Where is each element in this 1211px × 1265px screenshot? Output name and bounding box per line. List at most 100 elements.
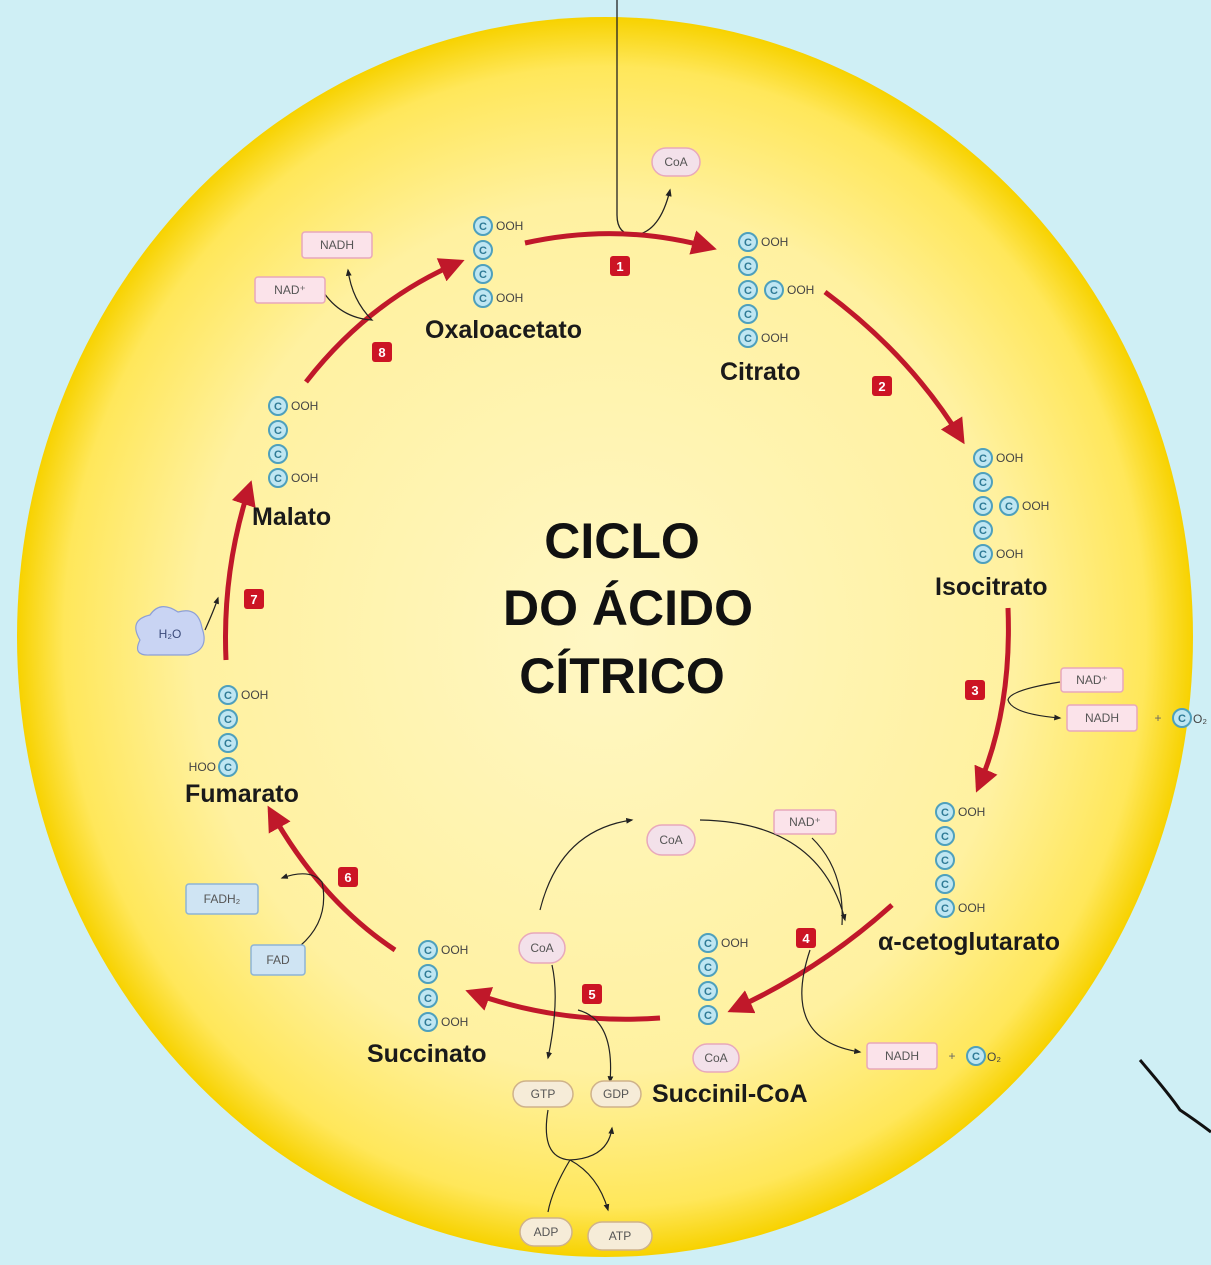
- svg-text:OOH: OOH: [441, 1015, 468, 1029]
- svg-text:CoA: CoA: [530, 941, 553, 955]
- svg-text:C: C: [1005, 501, 1013, 513]
- nad-arrow-step4: [811, 837, 843, 926]
- svg-text:FADH₂: FADH₂: [204, 892, 241, 906]
- co2-label: O₂: [1193, 712, 1207, 726]
- arrow-step-6: [267, 805, 397, 953]
- svg-text:OOH: OOH: [441, 943, 468, 957]
- svg-text:OOH: OOH: [496, 291, 523, 305]
- svg-text:OOH: OOH: [958, 805, 985, 819]
- diagram-title: CICLO DO ÁCIDO CÍTRICO: [503, 513, 753, 704]
- svg-text:C: C: [941, 855, 949, 867]
- pill-gtp: GTP: [512, 1080, 574, 1108]
- nad-arrow-step3: [1007, 681, 1062, 721]
- svg-text:C: C: [979, 453, 987, 465]
- svg-text:NADH: NADH: [320, 238, 354, 252]
- step-number: 5: [588, 987, 595, 1002]
- svg-text:C: C: [704, 986, 712, 998]
- svg-text:C: C: [424, 969, 432, 981]
- svg-text:C: C: [224, 714, 232, 726]
- pill-fad: FAD: [250, 944, 306, 976]
- svg-text:NAD⁺: NAD⁺: [789, 815, 821, 829]
- step-number: 3: [971, 683, 978, 698]
- svg-text:C: C: [274, 449, 282, 461]
- svg-text:OOH: OOH: [496, 219, 523, 233]
- title-line-2: DO ÁCIDO: [503, 580, 753, 636]
- step-number: 4: [802, 931, 810, 946]
- svg-text:C: C: [274, 401, 282, 413]
- step-box-5: 5: [582, 984, 602, 1004]
- pill-gdp: GDP: [590, 1080, 642, 1108]
- step-number: 8: [378, 345, 385, 360]
- label-succinato: Succinato: [367, 1040, 486, 1068]
- atp-loop-out: [569, 1159, 610, 1212]
- svg-text:C: C: [979, 549, 987, 561]
- svg-text:C: C: [424, 945, 432, 957]
- metabolite-labels: Oxaloacetato Citrato Isocitrato α-cetogl…: [185, 316, 1060, 1108]
- arrow-step-1: [524, 230, 717, 255]
- svg-text:OOH: OOH: [721, 936, 748, 950]
- step-box-7: 7: [244, 589, 264, 609]
- water-label: H₂O: [159, 627, 182, 641]
- co2-label: O₂: [987, 1050, 1001, 1064]
- svg-text:OOH: OOH: [1022, 499, 1049, 513]
- svg-text:ADP: ADP: [534, 1225, 559, 1239]
- svg-text:C: C: [744, 261, 752, 273]
- svg-text:OOH: OOH: [787, 283, 814, 297]
- step-box-6: 6: [338, 867, 358, 887]
- svg-text:C: C: [704, 962, 712, 974]
- svg-text:OOH: OOH: [761, 235, 788, 249]
- svg-text:GDP: GDP: [603, 1087, 629, 1101]
- svg-text:GTP: GTP: [531, 1087, 556, 1101]
- pill-nad-plus: NAD⁺: [1060, 667, 1124, 693]
- pill-coa: CoA: [518, 932, 566, 964]
- svg-text:C: C: [704, 938, 712, 950]
- step-number: 6: [344, 870, 351, 885]
- step-number: 7: [250, 592, 257, 607]
- title-line-3: CÍTRICO: [519, 648, 725, 704]
- step-box-8: 8: [372, 342, 392, 362]
- svg-text:FAD: FAD: [266, 953, 290, 967]
- step-number: 2: [878, 379, 885, 394]
- svg-text:C: C: [744, 237, 752, 249]
- svg-text:C: C: [941, 831, 949, 843]
- svg-text:C: C: [744, 309, 752, 321]
- coa-arrow-step5: [546, 964, 556, 1060]
- pill-coa: CoA: [692, 1043, 740, 1073]
- svg-text:ATP: ATP: [609, 1229, 631, 1243]
- water-arrow-step7: [204, 596, 219, 631]
- svg-text:CoA: CoA: [664, 155, 687, 169]
- step-box-4: 4: [796, 928, 816, 948]
- svg-text:OOH: OOH: [958, 901, 985, 915]
- pill-atp: ATP: [587, 1221, 653, 1251]
- svg-text:C: C: [224, 690, 232, 702]
- svg-text:C: C: [744, 333, 752, 345]
- label-citrato: Citrato: [720, 358, 801, 386]
- label-succinil-coa: Succinil-CoA: [652, 1080, 808, 1108]
- atp-loop-right: [569, 1126, 615, 1161]
- svg-text:C: C: [941, 903, 949, 915]
- label-oxaloacetato: Oxaloacetato: [425, 316, 582, 344]
- svg-text:C: C: [424, 993, 432, 1005]
- arrow-step-7: [223, 480, 256, 661]
- svg-text:C: C: [941, 879, 949, 891]
- arrow-step-2: [823, 289, 965, 445]
- label-malato: Malato: [252, 503, 331, 531]
- step-box-2: 2: [872, 376, 892, 396]
- pill-nad-plus: NAD⁺: [773, 809, 837, 835]
- svg-text:C: C: [424, 1017, 432, 1029]
- svg-text:OOH: OOH: [291, 471, 318, 485]
- step-box-3: 3: [965, 680, 985, 700]
- svg-text:NADH: NADH: [1085, 711, 1119, 725]
- svg-text:OOH: OOH: [241, 688, 268, 702]
- svg-text:NAD⁺: NAD⁺: [1076, 673, 1108, 687]
- svg-text:C: C: [979, 477, 987, 489]
- svg-text:C: C: [704, 1010, 712, 1022]
- pill-nadh: NADH: [301, 231, 373, 259]
